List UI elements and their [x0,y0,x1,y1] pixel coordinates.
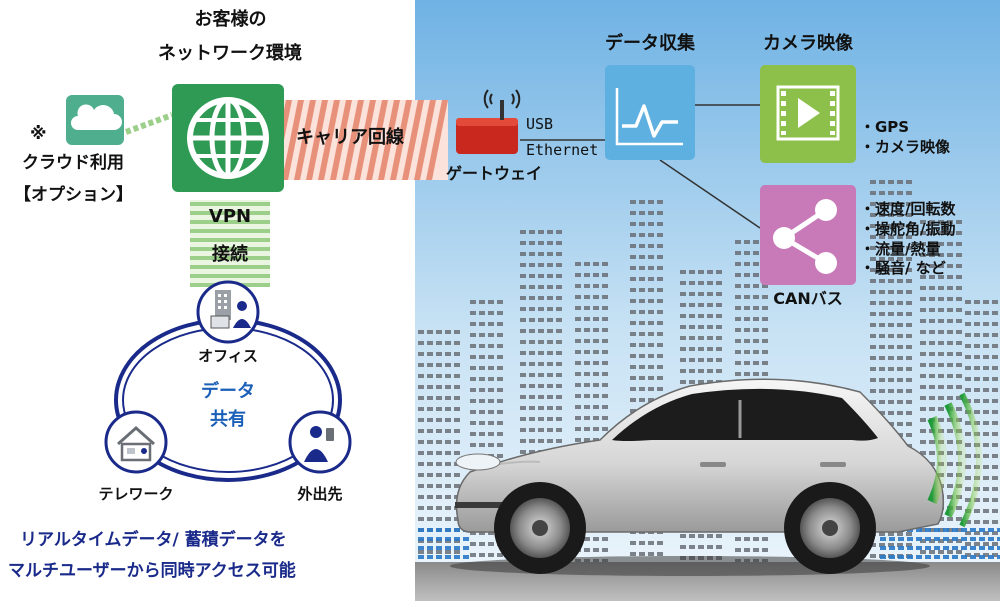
vpn-label-line2: 接続 [212,244,248,265]
carrier-band [270,100,448,180]
can-item-flow: ・流量/熱量 [860,239,941,258]
wifi-icon [483,89,521,109]
cloud-connector [124,112,174,135]
car-image [450,378,945,576]
house-icon [104,410,168,474]
data-share-line1: データ [201,381,255,402]
gateway-device [456,100,518,154]
network-title-line2: ネットワーク環境 [158,43,302,64]
cloud-icon [66,95,124,145]
mobile-label: 外出先 [297,485,343,503]
carrier-line-label: キャリア回線 [296,127,404,148]
usb-label: USB [526,115,554,133]
bottom-text-line2: マルチユーザーから同時アクセス可能 [8,561,296,581]
can-items: ・速度/回転数 ・操舵角/振動 ・流量/熱量 ・騒音/ など [860,200,955,279]
pulse-icon [605,65,695,160]
office-icon [196,280,260,344]
cloud-note-mark: ※ [30,124,47,144]
video-icon [760,65,856,163]
vpn-band [190,200,270,287]
vpn-label-line1: VPN [208,206,252,227]
data-to-can-line [659,159,761,229]
can-item-noise: ・騒音/ など [860,259,946,278]
office-label: オフィス [198,347,258,365]
data-share-line2: 共有 [210,409,246,430]
ethernet-label: Ethernet [526,141,599,159]
camera-items: ・GPS ・カメラ映像 [860,118,950,158]
cloud-label-line2: 【オプション】 [14,185,133,205]
network-title-line1: お客様の [194,9,267,30]
sensor-waves [927,392,982,528]
cloud-label-line1: クラウド利用 [22,153,124,173]
telework-label: テレワーク [98,485,174,503]
globe-icon [172,84,284,192]
gateway-label: ゲートウェイ [446,164,543,183]
can-item-steering: ・操舵角/振動 [860,219,956,238]
camera-title: カメラ映像 [763,33,853,54]
data-collection-label: データ収集 [605,33,695,54]
camera-item-gps: ・GPS [860,118,910,136]
phone-icon [288,410,352,474]
can-title: CANバス [773,289,843,308]
camera-item-video: ・カメラ映像 [860,137,951,156]
share-icon [760,185,856,285]
bottom-text-line1: リアルタイムデータ/ 蓄積データを [20,530,287,550]
can-item-speed: ・速度/回転数 [860,200,956,218]
